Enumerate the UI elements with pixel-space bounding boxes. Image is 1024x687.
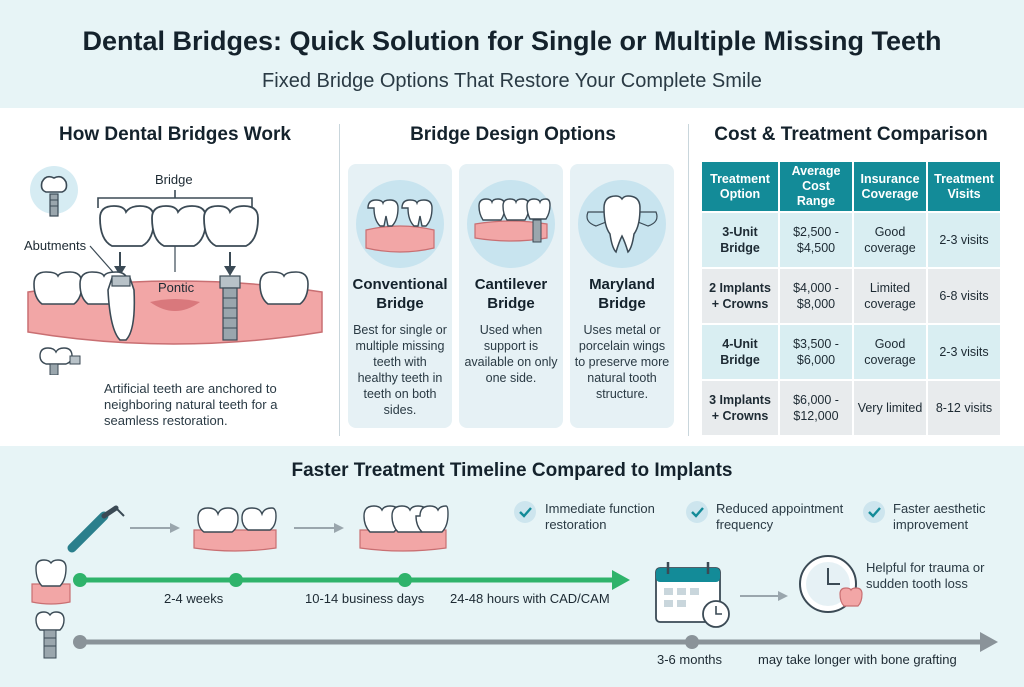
timeline-graphic <box>31 505 998 659</box>
clock-tooth-icon <box>799 555 863 613</box>
finished-bridge-icon <box>359 505 449 552</box>
abutment-small-icon <box>39 347 81 375</box>
card-cantilever: Cantilever Bridge Used when support is a… <box>459 164 563 428</box>
cell-cost: $4,000 - $8,000 <box>780 269 852 323</box>
conventional-bridge-icon <box>365 199 435 253</box>
benefit-item: Reduced appointment frequency <box>716 501 844 532</box>
bridge-timeline-label: 2-4 weeks <box>164 591 224 606</box>
cell-cost: $2,500 - $4,500 <box>780 213 852 267</box>
dental-drill-icon <box>67 505 125 553</box>
cantilever-bridge-icon <box>474 198 551 243</box>
header-average-cost: Average Cost Range <box>780 162 852 211</box>
benefit-item: Faster aesthetic improvement <box>893 501 986 532</box>
header-insurance: Insurance Coverage <box>854 162 926 211</box>
cell-treatment: 3 Implants + Crowns <box>702 381 778 435</box>
cell-cost: $6,000 - $12,000 <box>780 381 852 435</box>
implant-timeline-label: may take longer with bone grafting <box>758 652 957 667</box>
check-icon <box>863 501 885 523</box>
table-row: 3 Implants + Crowns $6,000 - $12,000 Ver… <box>702 381 1000 435</box>
card-title: Cantilever Bridge <box>474 276 548 312</box>
header: Dental Bridges: Quick Solution for Singl… <box>0 0 1024 108</box>
cell-visits: 6-8 visits <box>928 269 1000 323</box>
cell-insurance: Good coverage <box>854 325 926 379</box>
implant-timeline-label: 3-6 months <box>657 652 723 667</box>
card-conventional: Conventional Bridge Best for single or m… <box>348 164 452 428</box>
helpful-note: Helpful for trauma or sudden tooth loss <box>866 560 985 591</box>
how-it-works-note: Artificial teeth are anchored to neighbo… <box>104 381 278 428</box>
table-header-row: Treatment Option Average Cost Range Insu… <box>702 162 1000 211</box>
cell-insurance: Limited coverage <box>854 269 926 323</box>
page-title: Dental Bridges: Quick Solution for Singl… <box>82 26 942 56</box>
calendar-icon <box>655 562 730 628</box>
bridge-crowns <box>99 205 259 247</box>
prepared-teeth-icon <box>193 507 277 552</box>
cell-visits: 8-12 visits <box>928 381 1000 435</box>
divider-1 <box>339 124 340 436</box>
cell-insurance: Very limited <box>854 381 926 435</box>
label-pontic: Pontic <box>158 280 195 295</box>
cell-insurance: Good coverage <box>854 213 926 267</box>
table-row: 4-Unit Bridge $3,500 - $6,000 Good cover… <box>702 325 1000 379</box>
card-description: Used when support is available on only o… <box>464 323 558 385</box>
table-row: 2 Implants + Crowns $4,000 - $8,000 Limi… <box>702 269 1000 323</box>
implant-crown-icon <box>30 166 78 217</box>
bridge-diagram <box>27 166 323 375</box>
header-treatment-option: Treatment Option <box>702 162 778 211</box>
label-bridge: Bridge <box>155 172 193 187</box>
maryland-bridge-icon <box>586 195 658 254</box>
cell-visits: 2-3 visits <box>928 325 1000 379</box>
how-it-works-title: How Dental Bridges Work <box>59 124 291 145</box>
cell-cost: $3,500 - $6,000 <box>780 325 852 379</box>
card-maryland: Maryland Bridge Uses metal or porcelain … <box>570 164 674 428</box>
header-visits: Treatment Visits <box>928 162 1000 211</box>
label-abutments: Abutments <box>24 238 87 253</box>
cell-treatment: 2 Implants + Crowns <box>702 269 778 323</box>
check-icon <box>514 501 536 523</box>
design-options-title: Bridge Design Options <box>410 124 616 145</box>
timeline-section <box>0 446 1024 687</box>
card-title: Maryland Bridge <box>589 276 655 312</box>
cost-table: Treatment Option Average Cost Range Insu… <box>700 160 1002 437</box>
cell-treatment: 3-Unit Bridge <box>702 213 778 267</box>
bridge-timeline-label: 10-14 business days <box>305 591 425 606</box>
cell-treatment: 4-Unit Bridge <box>702 325 778 379</box>
card-description: Best for single or multiple missing teet… <box>353 323 447 417</box>
page-subtitle: Fixed Bridge Options That Restore Your C… <box>262 70 762 92</box>
cost-title: Cost & Treatment Comparison <box>714 124 988 145</box>
card-description: Uses metal or porcelain wings to preserv… <box>574 323 670 401</box>
benefit-item: Immediate function restoration <box>545 501 655 532</box>
card-illustration-disc <box>356 180 444 268</box>
tooth-icon <box>31 559 71 605</box>
check-icon <box>686 501 708 523</box>
divider-2 <box>688 124 689 436</box>
bridge-timeline-label: 24-48 hours with CAD/CAM <box>450 591 610 606</box>
card-title: Conventional Bridge <box>352 276 448 312</box>
timeline-title: Faster Treatment Timeline Compared to Im… <box>291 460 733 481</box>
table-row: 3-Unit Bridge $2,500 - $4,500 Good cover… <box>702 213 1000 267</box>
implant-icon <box>35 611 65 659</box>
cell-visits: 2-3 visits <box>928 213 1000 267</box>
